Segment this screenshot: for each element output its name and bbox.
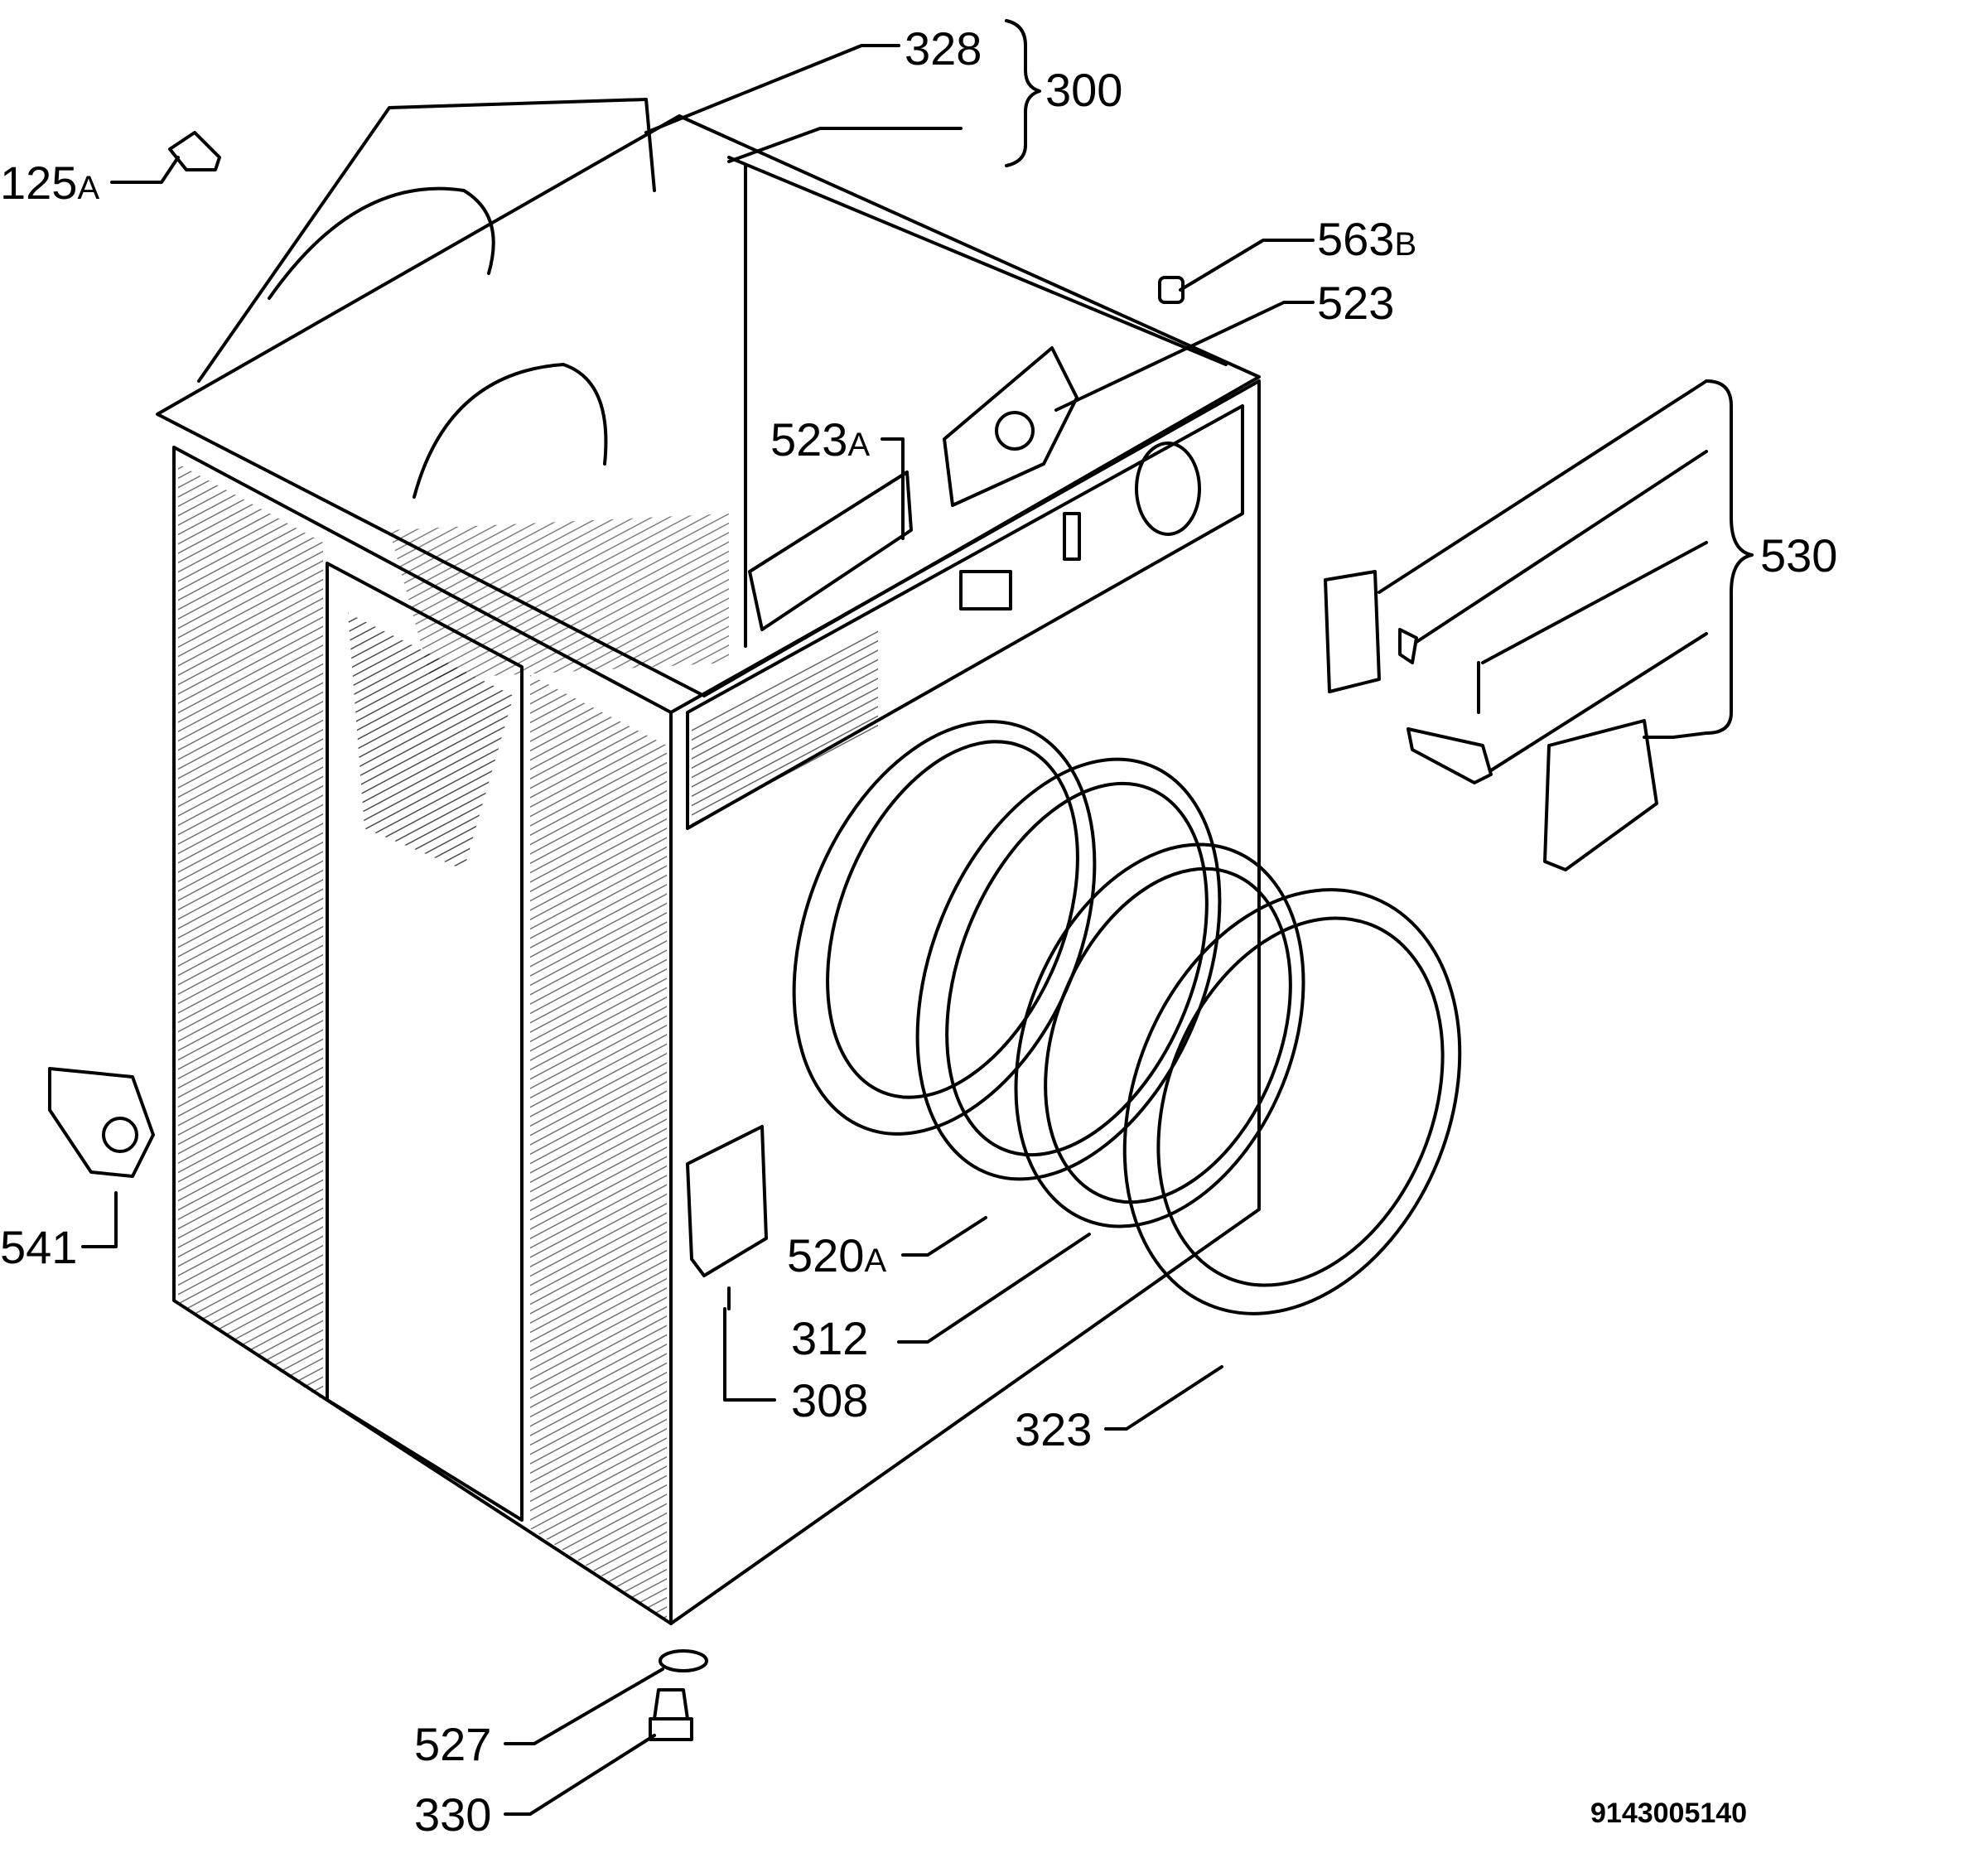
part-523-bracket <box>943 346 1078 507</box>
part-125a-clip <box>168 131 221 171</box>
leader-lines <box>81 19 1754 1816</box>
part-541-hook <box>48 1067 155 1178</box>
label-312: 312 <box>791 1312 868 1364</box>
cabinet-body <box>156 114 1261 1625</box>
part-527-foot-nut <box>659 1649 708 1672</box>
label-300: 300 <box>1045 64 1122 116</box>
label-527: 527 <box>414 1718 491 1770</box>
part-523a-hinge <box>748 471 913 631</box>
part-530-lock-set <box>1324 570 1658 871</box>
drawing-code: 9143005140 <box>1590 1798 1747 1829</box>
label-523a: 523A <box>770 413 870 466</box>
part-labels: 125A 328 300 563B 523 523A 530 541 520A … <box>0 22 1837 1841</box>
label-330: 330 <box>414 1788 491 1841</box>
part-330-foot <box>649 1688 693 1741</box>
label-308: 308 <box>791 1374 868 1426</box>
label-523: 523 <box>1317 277 1394 329</box>
label-125a: 125A <box>0 157 99 209</box>
label-328: 328 <box>905 22 982 75</box>
inner-frame <box>197 98 1228 679</box>
door-assembly <box>792 720 1462 1315</box>
label-520a: 520A <box>787 1229 886 1281</box>
part-308-lever <box>686 1125 768 1310</box>
label-530: 530 <box>1760 529 1837 582</box>
label-323: 323 <box>1015 1403 1092 1455</box>
label-541: 541 <box>0 1221 77 1273</box>
label-563b: 563B <box>1317 213 1416 265</box>
